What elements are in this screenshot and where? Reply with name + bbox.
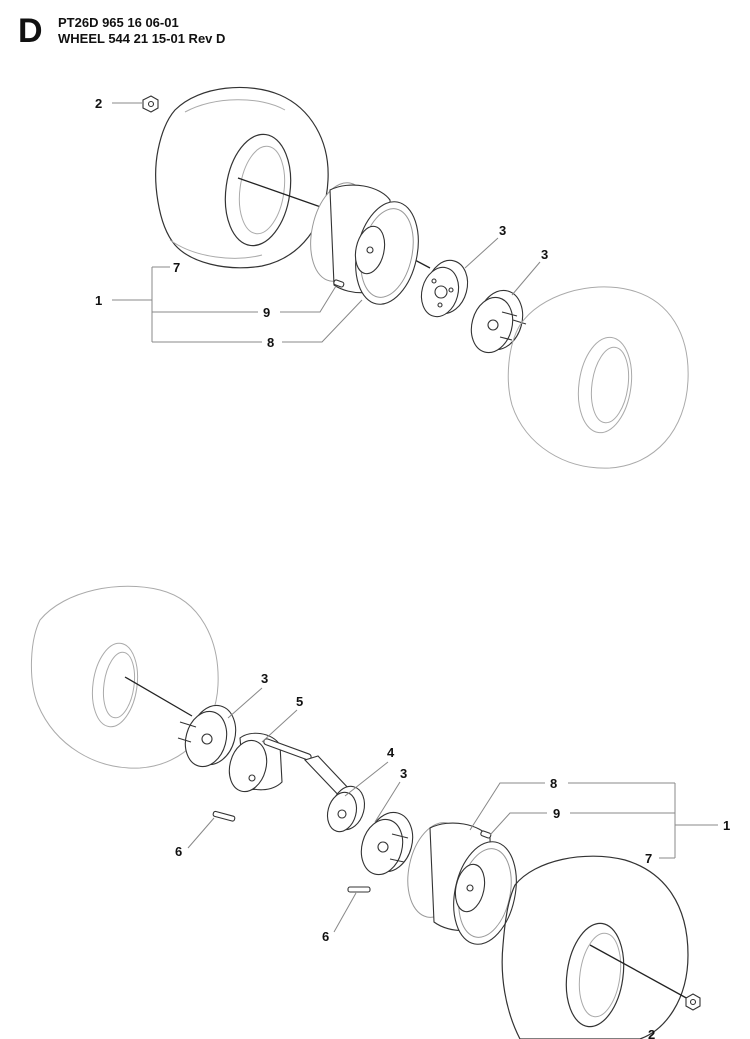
- top-assembly: 2 7 1 9 8 3 3: [95, 86, 689, 469]
- bottom-callout-3b: 3: [400, 766, 407, 781]
- bottom-leader-3a: [227, 687, 263, 719]
- bottom-leader-6b: [333, 892, 357, 933]
- top-nut: [142, 95, 159, 113]
- bottom-rim: [407, 822, 517, 945]
- top-leader-8b: [282, 299, 363, 343]
- bottom-callout-8: 8: [550, 776, 557, 791]
- bottom-leader-9a: [489, 812, 547, 836]
- bottom-callout-1: 1: [723, 818, 730, 833]
- top-valve-stem: [333, 279, 345, 288]
- bottom-callout-3a: 3: [261, 671, 268, 686]
- bottom-axis-line-2: [589, 944, 691, 1001]
- top-leader-9b: [280, 285, 337, 313]
- bottom-leader-3b: [374, 781, 401, 823]
- bottom-right-tire: [501, 855, 689, 1039]
- top-callout-1: 1: [95, 293, 102, 308]
- bottom-brake-lever: [303, 755, 366, 833]
- bottom-callout-5: 5: [296, 694, 303, 709]
- bottom-callout-7: 7: [645, 851, 652, 866]
- section-letter: D: [18, 12, 43, 50]
- bottom-brake-drum: [228, 732, 312, 793]
- bottom-callout-9: 9: [553, 806, 560, 821]
- top-leader-3b: [511, 261, 541, 296]
- bottom-assembly: 3 5 4 3 8 9 1 7 6 6 2: [31, 585, 730, 1039]
- bottom-axis-line: [124, 676, 193, 717]
- top-callout-9: 9: [263, 305, 270, 320]
- top-callout-7: 7: [173, 260, 180, 275]
- diagram-header: PT26D 965 16 06-01 WHEEL 544 21 15-01 Re…: [58, 15, 225, 47]
- top-callout-3b: 3: [541, 247, 548, 262]
- bottom-callout-4: 4: [387, 745, 395, 760]
- top-hub-a: [420, 259, 469, 318]
- top-callout-2: 2: [95, 96, 102, 111]
- bottom-callout-6b: 6: [322, 929, 329, 944]
- bottom-hub-b: [360, 811, 414, 876]
- bottom-leader-4: [344, 761, 389, 797]
- top-rim: [310, 182, 419, 305]
- bottom-callout-2: 2: [648, 1027, 655, 1039]
- bottom-callout-6a: 6: [175, 844, 182, 859]
- top-callout-8: 8: [267, 335, 274, 350]
- bottom-leader-6a: [187, 817, 215, 849]
- top-hub-b: [470, 289, 527, 354]
- header-model-line: PT26D 965 16 06-01: [58, 15, 179, 30]
- bottom-hub-a: [177, 704, 237, 768]
- bottom-leader-5: [261, 709, 298, 743]
- top-callout-3a: 3: [499, 223, 506, 238]
- top-leader-3a: [464, 237, 499, 269]
- bottom-nut: [685, 993, 701, 1011]
- bottom-bolt-b: [347, 886, 371, 893]
- bottom-leader-8a: [469, 782, 545, 831]
- top-front-tire: [155, 86, 329, 269]
- bottom-valve-stem: [480, 830, 492, 839]
- top-rear-tire: [507, 286, 689, 469]
- header-title-line: WHEEL 544 21 15-01 Rev D: [58, 31, 226, 46]
- bottom-bolt-a: [212, 810, 236, 822]
